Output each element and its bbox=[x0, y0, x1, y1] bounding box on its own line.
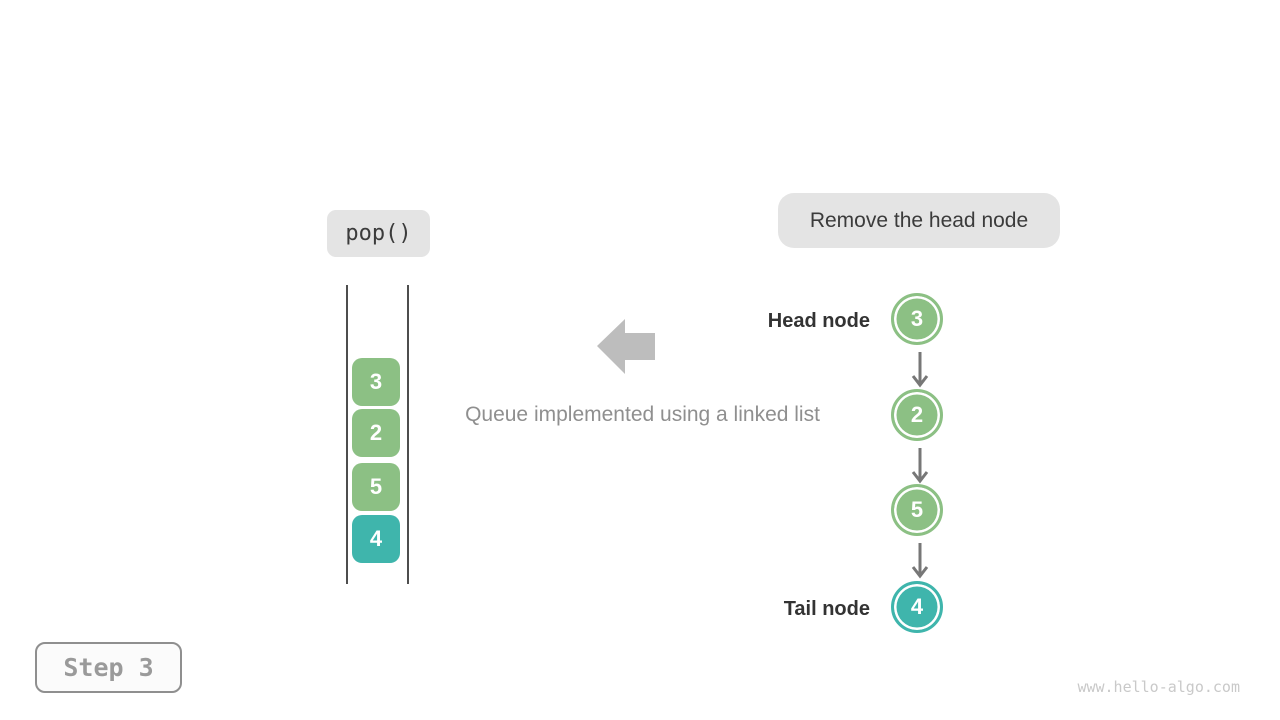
queue-item: 5 bbox=[352, 463, 400, 511]
queue-item: 2 bbox=[352, 409, 400, 457]
list-node: 3 bbox=[891, 293, 943, 345]
arrow-down-icon bbox=[911, 543, 929, 579]
list-node: 5 bbox=[891, 484, 943, 536]
queue-container bbox=[346, 285, 409, 584]
queue-item: 4 bbox=[352, 515, 400, 563]
caption-text: Queue implemented using a linked list bbox=[465, 403, 820, 426]
annotation-remove-head-node: Remove the head node bbox=[778, 193, 1060, 248]
arrow-down-icon bbox=[911, 352, 929, 388]
queue-item: 3 bbox=[352, 358, 400, 406]
pop-operation-label: pop() bbox=[327, 210, 430, 257]
list-node: 4 bbox=[891, 581, 943, 633]
step-badge: Step 3 bbox=[35, 642, 182, 693]
left-arrow-icon bbox=[597, 319, 655, 374]
tail-node-label: Tail node bbox=[783, 598, 870, 620]
arrow-down-icon bbox=[911, 448, 929, 484]
list-node: 2 bbox=[891, 389, 943, 441]
head-node-label: Head node bbox=[767, 310, 870, 332]
watermark-url: www.hello-algo.com bbox=[1077, 678, 1240, 696]
